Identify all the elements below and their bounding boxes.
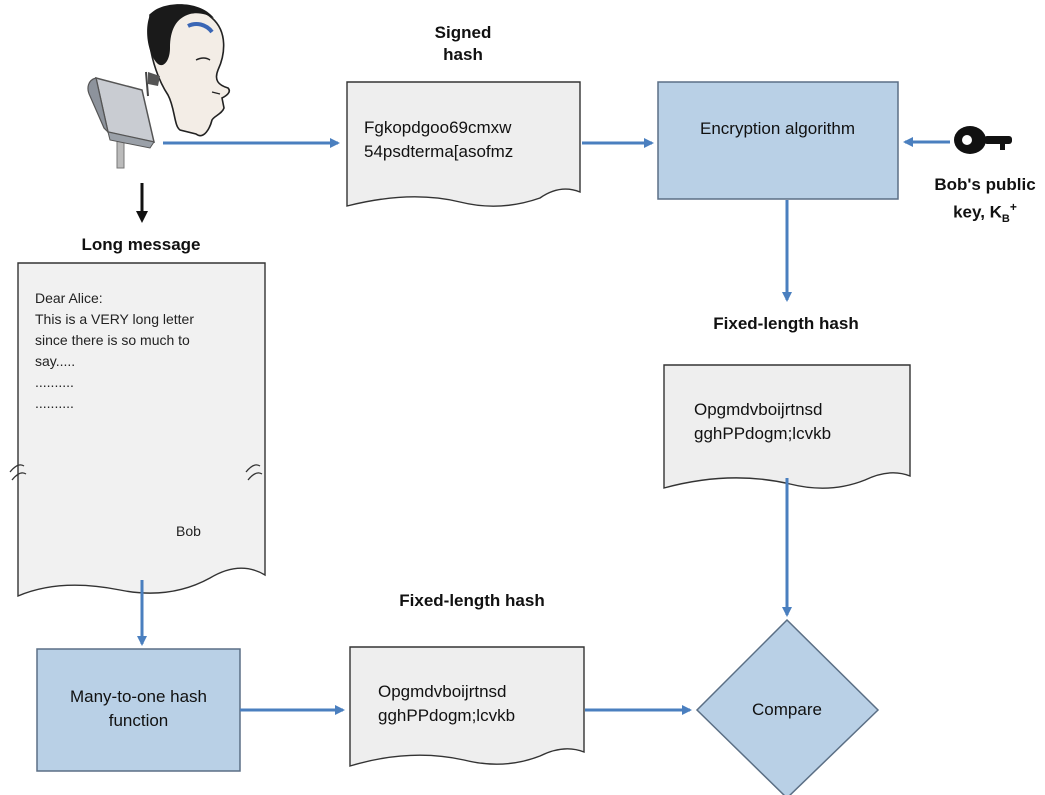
letter-line: Dear Alice: — [35, 290, 103, 306]
letter-line: .......... — [35, 395, 74, 411]
fixed-hash-bottom-text: Opgmdvboijrtnsd gghPPdogm;lcvkb — [378, 680, 515, 728]
public-key-subscript: B — [1001, 213, 1010, 226]
alice-head-icon — [147, 4, 231, 137]
signed-hash-text: Fgkopdgoo69cmxw 54psdterma[asofmz — [364, 116, 513, 164]
public-key-line-1: Bob's public — [934, 175, 1036, 194]
break-marks — [9, 464, 263, 481]
letter-signature: Bob — [176, 523, 201, 539]
hash-function-label: Many-to-one hash function — [69, 687, 208, 730]
encryption-label: Encryption algorithm — [700, 119, 855, 138]
long-message-title: Long message — [81, 235, 201, 254]
fixed-hash-top-title: Fixed-length hash — [713, 314, 859, 333]
compare-label: Compare — [752, 700, 822, 719]
letter-line: .......... — [35, 374, 74, 390]
public-key-line-2: key, KB+ — [925, 196, 1045, 230]
public-key-label: Bob's public key, KB+ — [925, 174, 1045, 230]
key-icon — [954, 126, 1012, 154]
encryption-algorithm-box — [657, 81, 899, 200]
letter-line: since there is so much to — [35, 332, 190, 348]
signed-hash-title: Signed hash — [434, 23, 492, 64]
hash-function-box — [36, 648, 241, 772]
compare-diamond — [695, 618, 880, 795]
fixed-hash-top-line-2: gghPPdogm;lcvkb — [694, 424, 832, 443]
letter-line: This is a VERY long letter — [35, 311, 195, 327]
fixed-hash-bottom-line-1: Opgmdvboijrtnsd — [378, 682, 507, 701]
public-key-prefix: key, K — [953, 202, 1002, 222]
signed-hash-line-1: Fgkopdgoo69cmxw — [364, 118, 512, 137]
fixed-hash-top-text: Opgmdvboijrtnsd gghPPdogm;lcvkb — [694, 398, 831, 446]
public-key-superscript: + — [1009, 200, 1017, 214]
fixed-hash-top-line-1: Opgmdvboijrtnsd — [694, 400, 823, 419]
fixed-hash-bottom-line-2: gghPPdogm;lcvkb — [378, 706, 516, 725]
mailbox-icon — [87, 71, 160, 169]
fixed-hash-bottom-document — [349, 646, 585, 767]
signed-hash-line-2: 54psdterma[asofmz — [364, 142, 514, 161]
letter-line: say..... — [35, 353, 76, 369]
signed-hash-document — [346, 81, 581, 207]
fixed-hash-bottom-title: Fixed-length hash — [399, 591, 545, 610]
fixed-hash-top-document — [663, 364, 911, 489]
long-message-body: Dear Alice: This is a VERY long letter s… — [35, 288, 194, 414]
long-message-document — [17, 262, 266, 598]
